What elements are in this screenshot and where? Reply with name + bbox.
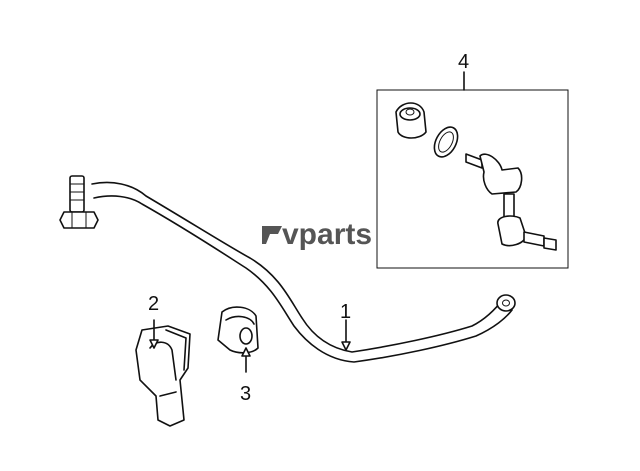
link-ring-icon	[433, 126, 459, 158]
link-kit-box[interactable]	[376, 89, 569, 269]
callout-3: 3	[240, 383, 251, 405]
callout-leaders	[149, 71, 465, 373]
watermark-logo: vparts	[262, 218, 372, 251]
stabilizer-link-icon	[465, 153, 557, 251]
bracket[interactable]	[135, 325, 191, 427]
link-bushing-icon	[395, 102, 427, 139]
watermark-text: vparts	[282, 218, 372, 251]
bolt-icon	[59, 175, 99, 229]
callout-4: 4	[458, 51, 469, 73]
callout-2: 2	[148, 293, 159, 315]
bushing[interactable]	[217, 306, 259, 354]
watermark-logo-icon	[262, 226, 282, 244]
stabilizer-bar[interactable]	[91, 181, 516, 363]
callout-1: 1	[340, 301, 351, 323]
